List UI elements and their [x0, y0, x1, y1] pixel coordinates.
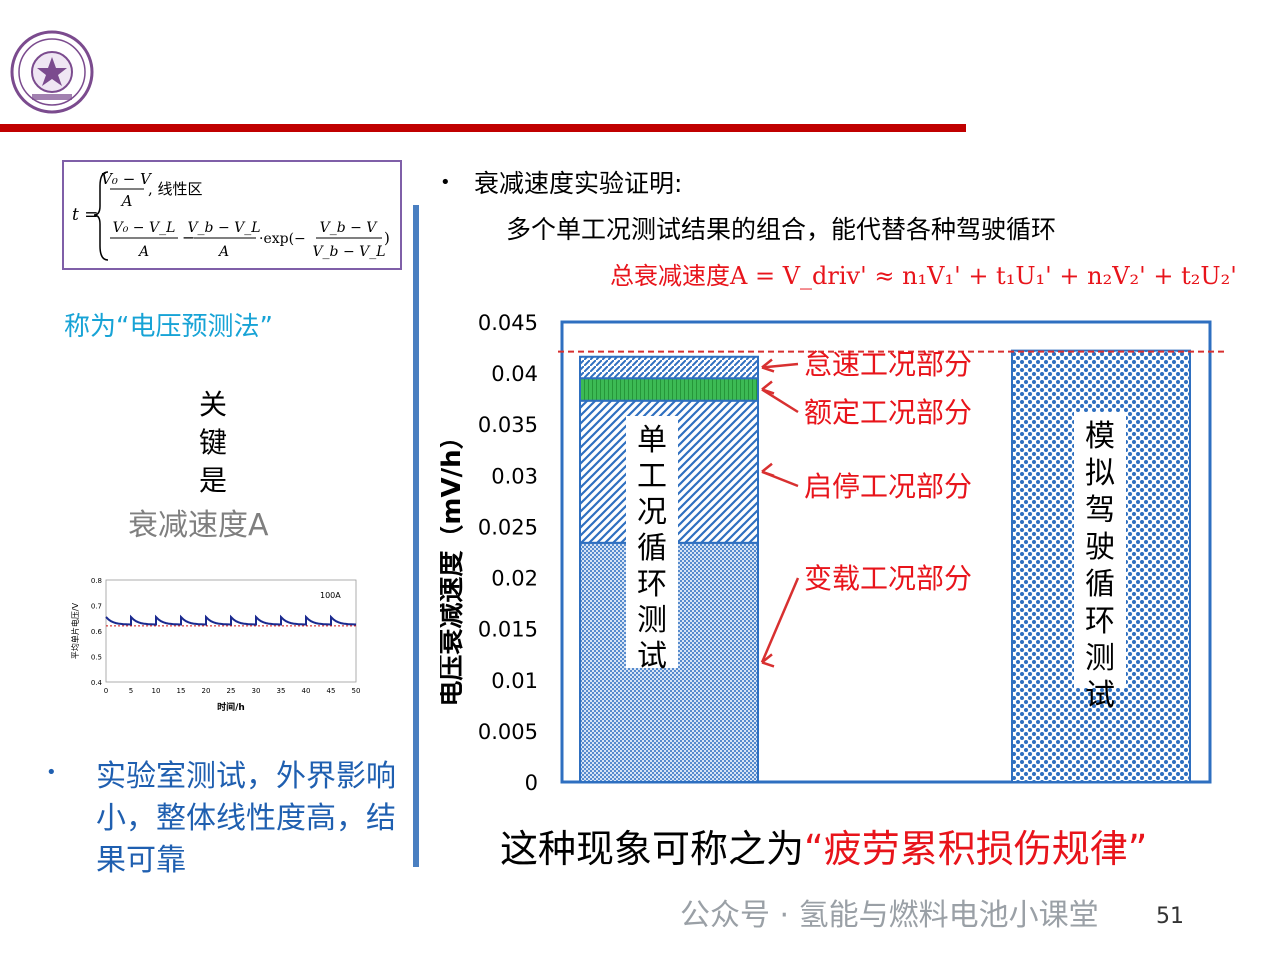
- mini-chart-ytick: 0.7: [91, 603, 102, 611]
- key-char: 键: [198, 426, 227, 459]
- bar-label-background: [1074, 412, 1126, 688]
- lab-bullet: •: [46, 762, 57, 783]
- segment-annotation: 启停工况部分: [804, 470, 972, 503]
- university-seal-logo: [10, 30, 94, 114]
- proof-title: 衰减速度实验证明:: [474, 169, 683, 198]
- bar-chart-ytick: 0.045: [478, 311, 538, 335]
- mini-chart-xtick: 10: [152, 687, 161, 695]
- bar-chart-ytick: 0.02: [491, 567, 538, 591]
- bar-chart-ytick: 0.015: [478, 618, 538, 642]
- mini-chart-xtick: 25: [227, 687, 236, 695]
- mini-chart-ylabel: 平均单片电压/V: [70, 602, 80, 659]
- bar-chart-ylabel: 电压衰减速度（mV/h）: [440, 423, 467, 706]
- mini-chart-xtick: 40: [302, 687, 311, 695]
- bar-label-background: [626, 416, 678, 668]
- mini-chart-xtick: 30: [252, 687, 261, 695]
- bar-segment: [579, 377, 759, 402]
- voltage-prediction-method-label: 称为“电压预测法”: [64, 312, 273, 342]
- mini-chart-voltage-series: [105, 614, 357, 626]
- bar-label-single-condition: 单工况循环测试: [637, 423, 667, 674]
- mini-chart-xtick: 50: [352, 687, 361, 695]
- case2-exp: ·exp(−: [259, 231, 306, 247]
- segment-annotation: 怠速工况部分: [804, 348, 972, 381]
- statement-highlight: “疲劳累积损伤规律”: [804, 827, 1148, 871]
- mini-chart-ytick: 0.8: [91, 577, 102, 585]
- page-number: 51: [1156, 904, 1184, 929]
- bar-chart-ytick: 0.03: [491, 464, 538, 488]
- mini-chart-legend: 100A: [320, 591, 341, 600]
- lab-test-conclusion: 实验室测试，外界影响小，整体线性度高，结果可靠: [96, 759, 396, 878]
- annotation-arrow: [761, 388, 799, 414]
- case2-b-denominator: A: [217, 244, 229, 260]
- bar-chart-ytick: 0.035: [478, 413, 538, 437]
- mini-chart-xtick: 35: [277, 687, 286, 695]
- bar-label-driving-cycle: 模拟驾驶循环测试: [1085, 419, 1115, 713]
- wechat-watermark: 公众号 · 氢能与燃料电池小课堂: [680, 898, 1099, 933]
- annotation-arrowhead: [761, 358, 775, 373]
- mini-chart-ytick: 0.4: [91, 679, 103, 687]
- case2-c-denominator: V_b − V_L: [312, 244, 385, 260]
- proof-subtitle: 多个单工况测试结果的组合，能代替各种驾驶循环: [506, 215, 1057, 244]
- mini-chart-frame: [105, 579, 357, 683]
- key-char: 关: [198, 388, 227, 421]
- case1-numerator: V₀ − V: [101, 170, 153, 188]
- segment-annotation: 变载工况部分: [804, 562, 972, 595]
- annotation-arrowhead: [761, 462, 775, 477]
- mini-chart-ytick: 0.6: [91, 628, 103, 636]
- case1-denominator: A: [120, 192, 133, 210]
- case2-a-denominator: A: [137, 244, 149, 260]
- statement-prefix: 这种现象可称之为: [500, 827, 805, 871]
- case2-close: ): [384, 229, 390, 247]
- case1-label: , 线性区: [148, 180, 203, 198]
- total-decay-rate-formula: 总衰减速度A = V_driv' ≈ n₁V₁' + t₁U₁' + n₂V₂'…: [610, 262, 1237, 290]
- mini-chart-xtick: 0: [104, 687, 108, 695]
- decay-rate-a-label: 衰减速度A: [128, 508, 269, 543]
- bar-chart-ytick: 0: [525, 771, 538, 795]
- mini-chart-ytick: 0.5: [91, 654, 102, 662]
- annotation-arrow: [760, 577, 800, 663]
- header-red-rule: [0, 124, 966, 132]
- vertical-divider: [413, 205, 419, 867]
- svg-text:−: −: [182, 228, 195, 247]
- bar-chart-ytick: 0.04: [491, 362, 538, 386]
- case2-a-numerator: V₀ − V_L: [113, 220, 176, 236]
- key-vertical-text: 关 键 是: [196, 386, 230, 500]
- case2-b-numerator: V_b − V_L: [187, 220, 260, 236]
- key-char: 是: [198, 464, 227, 497]
- voltage-time-mini-chart: 平均单片电压/V 时间/h 100A 0.8 0.7 0.6 0.5 0.4 0 5 10 1…: [70, 577, 361, 713]
- fatigue-damage-statement: 这种现象可称之为“疲劳累积损伤规律”: [500, 818, 1147, 873]
- case2-c-numerator: V_b − V: [320, 220, 379, 236]
- bar-chart-ytick: 0.025: [478, 515, 538, 539]
- mini-chart-xtick: 15: [177, 687, 186, 695]
- decay-rate-bar-chart: 电压衰减速度（mV/h） 0.045 0.04 0.035 0.03 0.025 0.02…: [440, 311, 1224, 795]
- mini-chart-xtick: 20: [202, 687, 211, 695]
- proof-bullet: •: [440, 172, 451, 193]
- formula-lhs: t =: [72, 205, 98, 225]
- bar-chart-ytick: 0.005: [478, 720, 538, 744]
- bar-segment: [579, 355, 759, 380]
- mini-chart-xtick: 45: [327, 687, 336, 695]
- decay-time-formula: t = V₀ − V A , 线性区 V₀ − V_L A − V_b − V_…: [62, 160, 402, 270]
- segment-annotation: 额定工况部分: [804, 396, 972, 429]
- mini-chart-xlabel: 时间/h: [217, 701, 245, 713]
- annotation-arrowhead: [761, 380, 775, 395]
- bar-chart-ytick: 0.01: [491, 669, 538, 693]
- mini-chart-xtick: 5: [129, 687, 133, 695]
- annotation-arrowhead: [761, 653, 775, 668]
- bar-chart-plot-frame: [560, 320, 1212, 784]
